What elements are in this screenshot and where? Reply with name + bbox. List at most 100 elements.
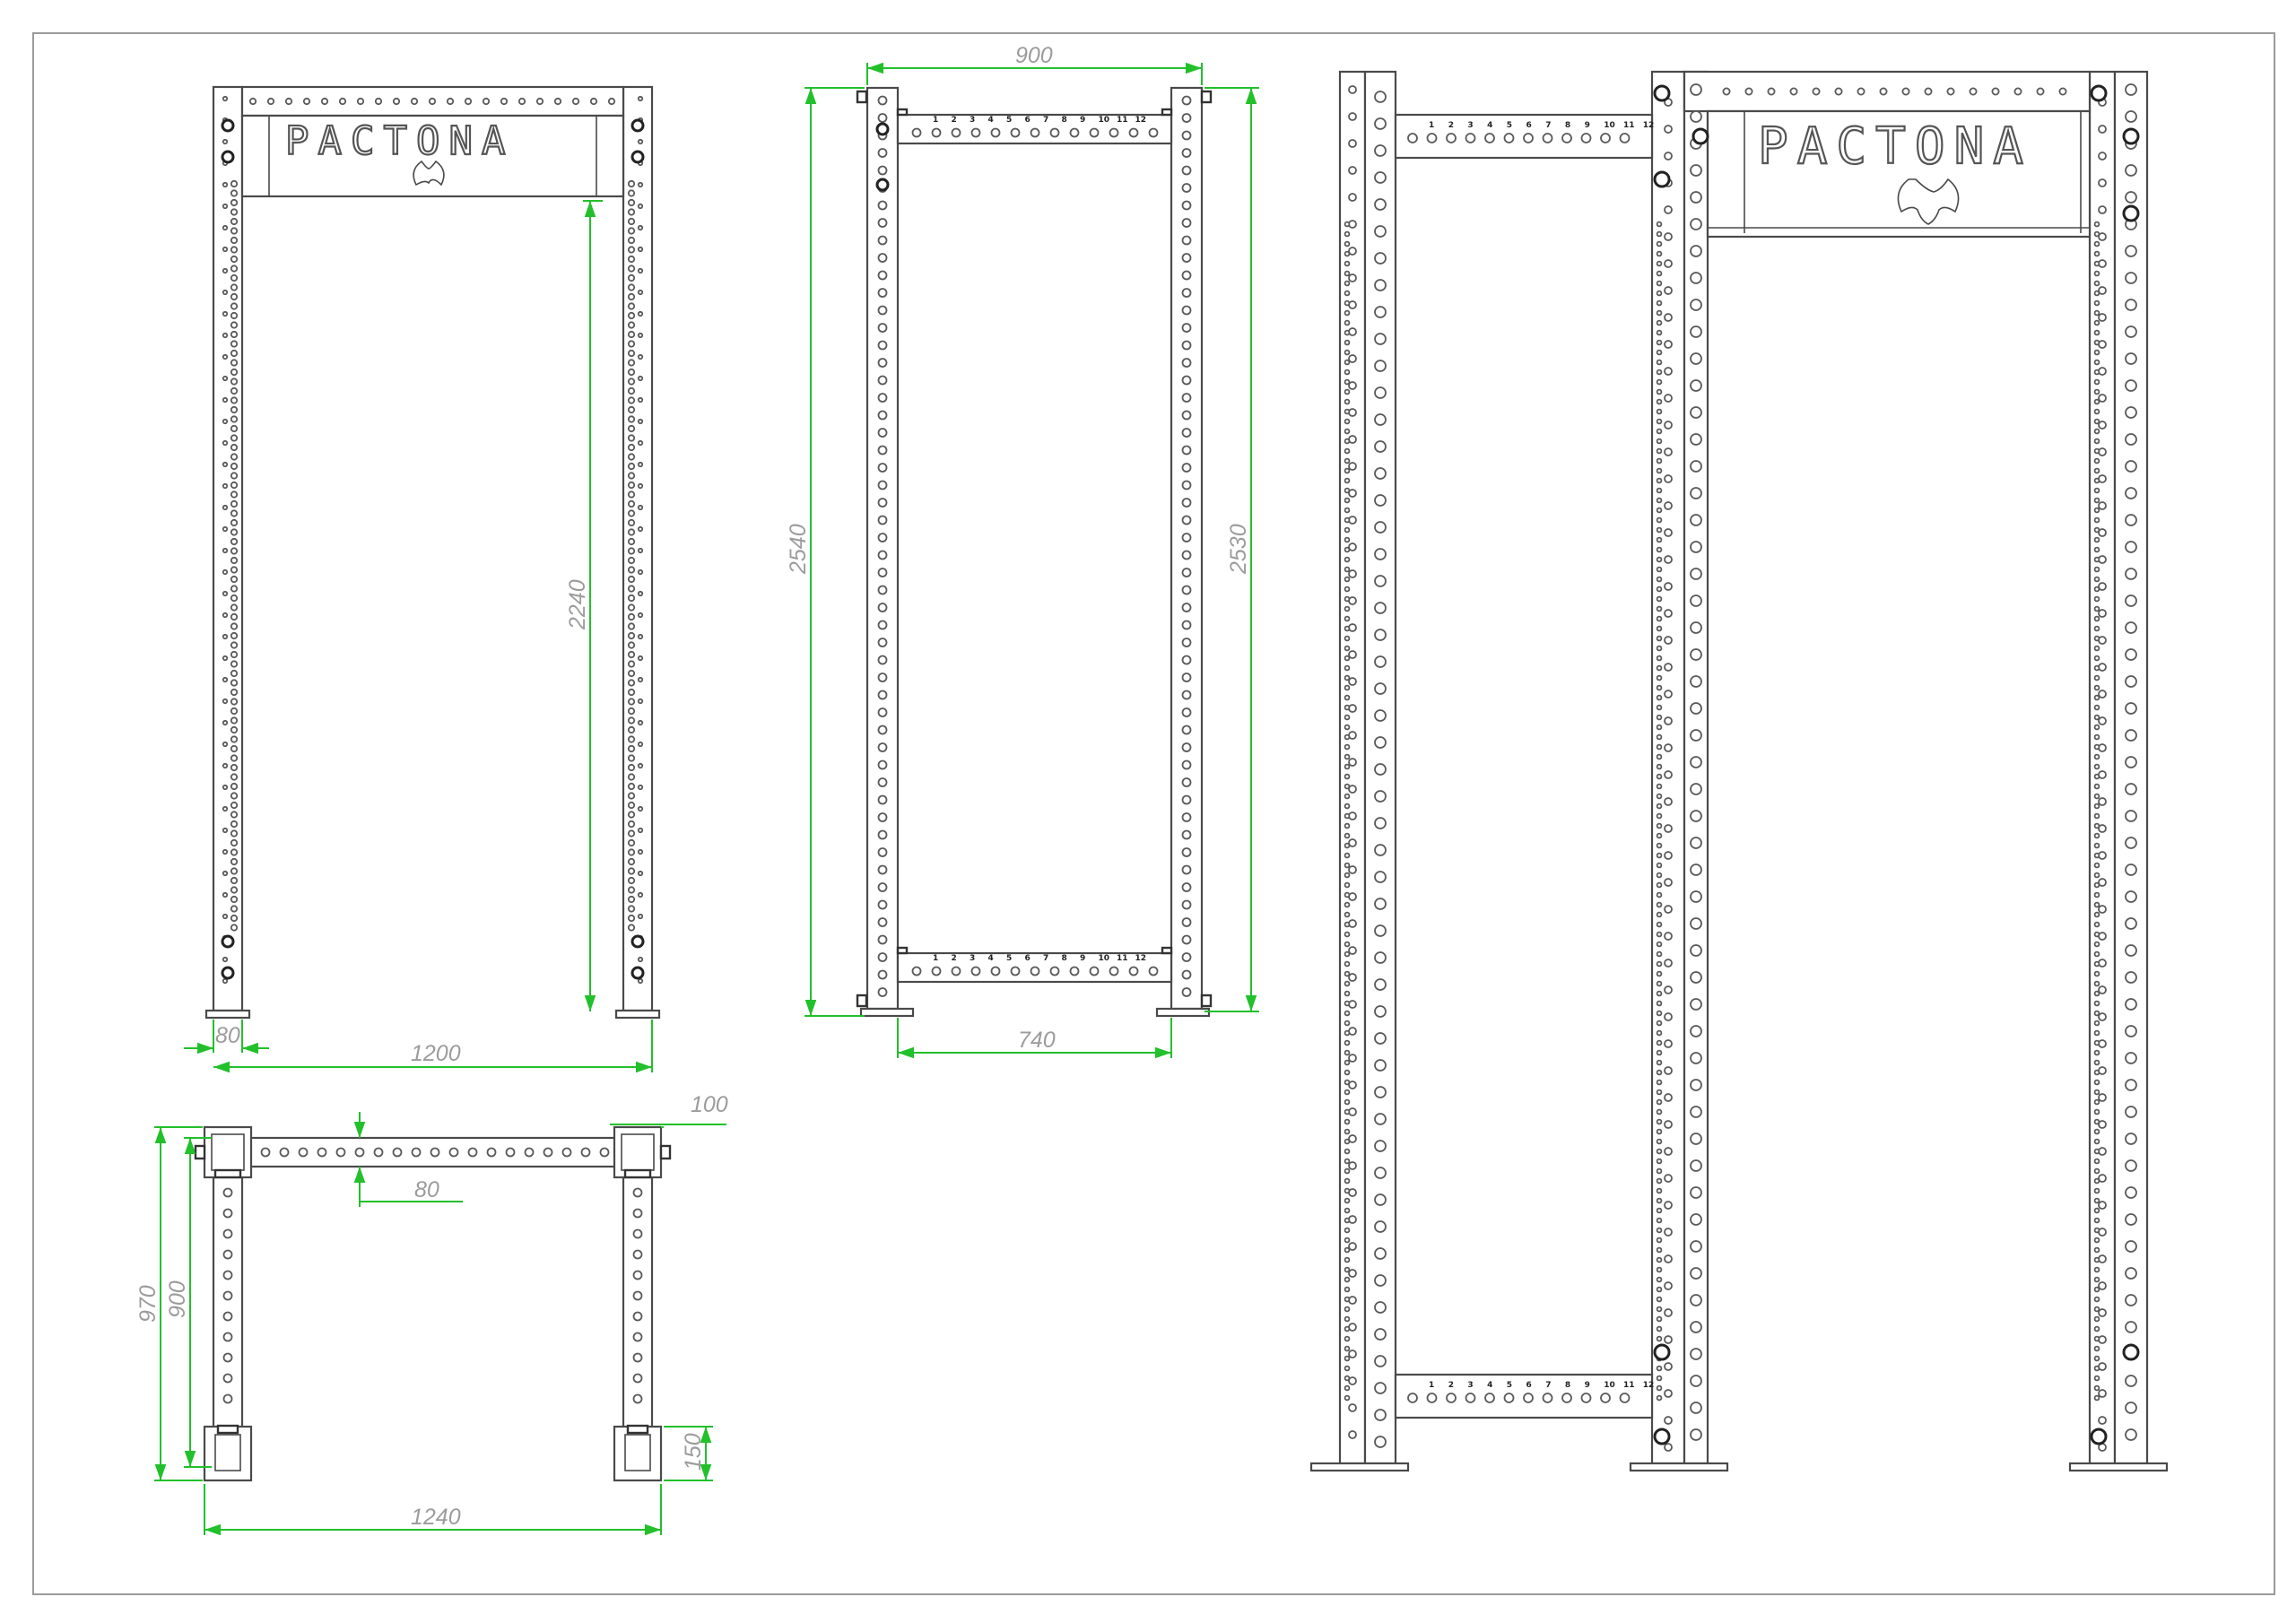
- hole: [877, 725, 888, 735]
- hole: [2093, 763, 2100, 770]
- hole: [2093, 773, 2100, 780]
- hole: [1030, 127, 1040, 138]
- hole: [571, 97, 580, 106]
- hole: [1374, 655, 1387, 668]
- hole: [222, 267, 229, 274]
- hole: [1348, 1296, 1357, 1305]
- hole: [1656, 1138, 1663, 1145]
- hole: [632, 1393, 643, 1404]
- hole: [1656, 645, 1663, 652]
- hole: [599, 1147, 610, 1158]
- hole: [2093, 970, 2100, 977]
- hole: [1344, 694, 1351, 701]
- hole: [1181, 498, 1192, 508]
- hole: [1656, 1167, 1663, 1175]
- hole: [2125, 595, 2137, 607]
- hole: [637, 95, 644, 102]
- hole: [1344, 526, 1351, 534]
- hole: [222, 138, 229, 145]
- hole: [230, 754, 239, 762]
- hole: [627, 801, 636, 810]
- hole: [467, 1147, 478, 1158]
- hole: [1089, 127, 1100, 138]
- hole: [1690, 1186, 1702, 1199]
- hole: [637, 827, 644, 834]
- hole: [931, 966, 942, 976]
- hole: [1348, 865, 1357, 874]
- hole: [230, 283, 239, 291]
- hole: [222, 827, 229, 834]
- hole-number: 12: [1135, 116, 1147, 125]
- hole: [2098, 797, 2107, 806]
- hole: [1344, 1177, 1351, 1185]
- hole: [230, 386, 239, 395]
- hole: [230, 763, 239, 772]
- hole: [1344, 763, 1351, 770]
- hole: [230, 537, 239, 546]
- hole: [2098, 1201, 2107, 1210]
- hole: [392, 97, 401, 106]
- hole: [1656, 931, 1663, 938]
- hole: [222, 1373, 233, 1384]
- hole: [1344, 240, 1351, 247]
- hole: [2093, 842, 2100, 849]
- hole: [2098, 609, 2107, 618]
- top-dimensions: 970 900 100 80 150 1240: [135, 1092, 728, 1536]
- hole: [1656, 260, 1663, 267]
- hole: [230, 518, 239, 527]
- hole: [1656, 684, 1663, 691]
- hole: [1656, 487, 1663, 494]
- hole: [2093, 1217, 2100, 1224]
- hole: [1374, 1355, 1387, 1367]
- hole: [1656, 1306, 1663, 1313]
- hole: [1344, 556, 1351, 563]
- hole: [1030, 966, 1040, 976]
- hole: [230, 612, 239, 621]
- hole: [1690, 1348, 1702, 1360]
- hole: [2125, 191, 2137, 204]
- hole: [627, 895, 636, 904]
- hole: [1656, 299, 1663, 307]
- hole: [222, 332, 229, 339]
- hole: [1344, 516, 1351, 524]
- hole: [1344, 1315, 1351, 1323]
- hole: [877, 323, 888, 333]
- hole: [627, 838, 636, 847]
- hole: [2093, 1237, 2100, 1244]
- hole: [627, 359, 636, 367]
- hole: [1656, 1325, 1663, 1332]
- hole: [1344, 1167, 1351, 1175]
- hole: [392, 1147, 403, 1158]
- hole: [1690, 783, 1702, 795]
- hole: [230, 566, 239, 574]
- hole: [1344, 339, 1351, 346]
- hole: [1600, 1393, 1611, 1403]
- hole: [637, 977, 644, 985]
- hole: [1690, 1294, 1702, 1306]
- hole: [2098, 1254, 2107, 1263]
- hole: [222, 353, 229, 360]
- hole: [2098, 1389, 2107, 1398]
- hole: [2093, 595, 2100, 603]
- hole: [1664, 501, 1673, 510]
- hole: [627, 273, 636, 282]
- hole-number: 10: [1099, 116, 1110, 125]
- hole: [2093, 319, 2100, 326]
- hole: [1344, 1069, 1351, 1076]
- hole: [1344, 1059, 1351, 1066]
- hole: [1656, 595, 1663, 603]
- hole: [877, 550, 888, 560]
- hole: [1344, 438, 1351, 445]
- hole: [230, 857, 239, 866]
- hole: [627, 311, 636, 320]
- hole: [1344, 753, 1351, 760]
- hole: [2098, 205, 2107, 214]
- hole: [1656, 438, 1663, 445]
- hole: [627, 688, 636, 697]
- hole: [1767, 87, 1776, 96]
- hole: [1664, 959, 1673, 968]
- hole: [637, 956, 644, 963]
- hole: [877, 829, 888, 840]
- hole: [2093, 655, 2100, 662]
- hole: [1181, 777, 1192, 787]
